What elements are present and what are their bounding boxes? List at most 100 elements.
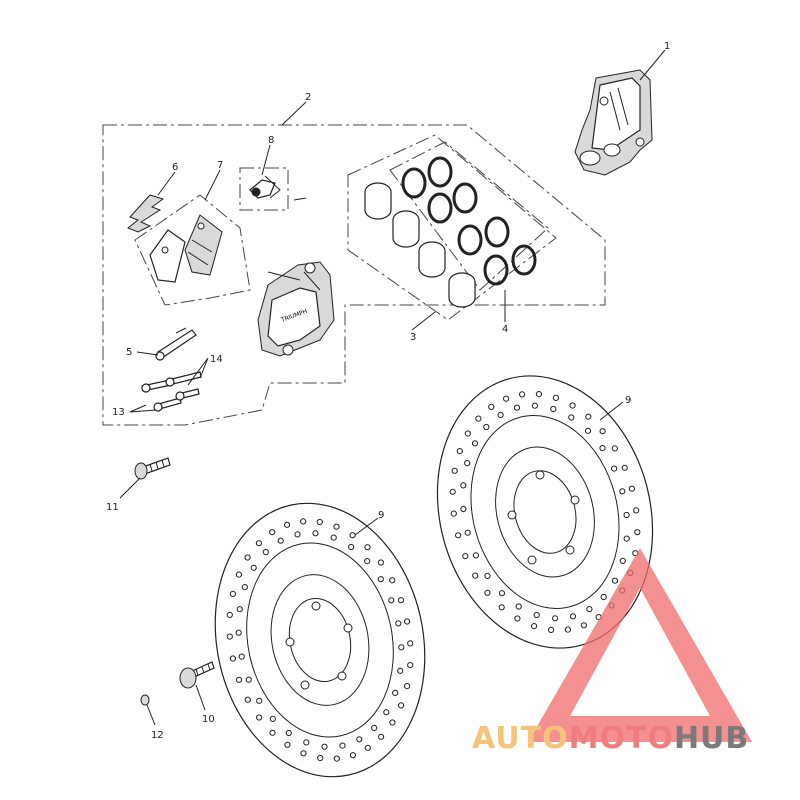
callout-7: 7: [217, 160, 223, 171]
automotohub-watermark: AUTOMOTOHUB: [472, 548, 752, 756]
drill-hole: [404, 618, 411, 625]
drill-hole: [277, 537, 284, 544]
drill-hole: [475, 415, 482, 422]
drill-hole: [316, 518, 323, 526]
drill-hole: [450, 510, 457, 517]
drill-hole: [392, 689, 399, 697]
drill-hole: [330, 534, 337, 541]
drill-hole: [255, 540, 262, 547]
drill-hole: [238, 653, 245, 660]
watermark-auto: AUTO: [472, 721, 569, 756]
drill-hole: [569, 402, 576, 409]
drill-hole: [312, 530, 319, 537]
drill-hole: [303, 739, 310, 746]
callout-3: 3: [410, 332, 416, 343]
mounting-bolt: [134, 457, 171, 480]
drill-hole: [378, 733, 385, 740]
drill-hole: [235, 676, 243, 683]
drill-hole: [262, 548, 269, 556]
callout-9-right: 9: [625, 395, 631, 406]
drill-hole: [456, 448, 463, 455]
callout-14: 14: [210, 354, 223, 365]
drill-hole: [498, 604, 505, 611]
drill-hole: [284, 521, 291, 528]
drill-hole: [333, 755, 340, 762]
drill-hole: [383, 709, 390, 716]
drill-hole: [623, 535, 630, 542]
leader-lines: [119, 49, 666, 726]
drill-hole: [484, 589, 491, 596]
drill-hole: [628, 485, 636, 492]
drill-hole: [623, 511, 630, 519]
bleed-valve: [155, 327, 197, 361]
drill-hole: [300, 518, 307, 525]
drill-hole: [599, 428, 606, 435]
drill-hole: [389, 577, 396, 584]
callout-6: 6: [172, 162, 178, 173]
drill-hole: [488, 403, 495, 410]
drill-hole: [552, 394, 560, 401]
drill-hole: [333, 523, 340, 530]
drill-hole: [633, 507, 640, 514]
drill-hole: [256, 697, 263, 704]
drill-hole: [464, 460, 471, 467]
drill-hole: [398, 702, 405, 709]
drill-hole: [569, 613, 577, 620]
drill-hole: [449, 488, 456, 495]
disc-drill-holes: [449, 391, 641, 634]
drill-hole: [519, 391, 526, 398]
drill-hole: [472, 572, 479, 579]
drill-hole: [229, 655, 236, 662]
callout-8: 8: [268, 135, 274, 146]
drill-hole: [226, 633, 233, 640]
drill-hole: [619, 488, 626, 495]
drill-hole: [407, 662, 414, 669]
drill-hole: [599, 445, 606, 452]
callout-12: 12: [151, 730, 164, 741]
drill-hole: [339, 742, 346, 749]
drill-hole: [269, 715, 276, 723]
pad-spring: [127, 194, 165, 233]
drill-hole: [377, 559, 384, 566]
brake-pads: [149, 214, 223, 283]
drill-hole: [397, 667, 404, 674]
drill-hole: [364, 744, 371, 751]
drill-hole: [584, 427, 592, 434]
drill-hole: [455, 532, 462, 539]
assembly-outline-8: [239, 167, 289, 211]
drill-hole: [226, 611, 233, 619]
drill-hole: [269, 729, 276, 736]
drill-hole: [235, 571, 242, 578]
disc-bolt: [179, 661, 215, 689]
drill-hole: [471, 440, 479, 447]
assembly-outline-2: [102, 124, 606, 426]
assembly-outline-7: [134, 194, 251, 306]
drill-hole: [552, 615, 559, 622]
drill-hole: [611, 577, 619, 584]
drill-hole: [245, 676, 252, 683]
drill-hole: [498, 590, 506, 597]
drill-hole: [535, 391, 543, 398]
watermark-hub: HUB: [674, 721, 749, 756]
drill-hole: [497, 411, 504, 418]
watermark-moto: MOTO: [569, 721, 674, 756]
drill-hole: [377, 576, 384, 583]
brake-disc-left: [214, 502, 426, 778]
assembly-outline-3: [347, 134, 557, 321]
drill-hole: [531, 402, 539, 409]
drill-hole: [462, 553, 469, 560]
drill-hole: [235, 629, 242, 636]
drill-hole: [531, 623, 538, 630]
drill-hole: [229, 590, 236, 598]
drill-hole: [619, 557, 626, 565]
drill-hole: [285, 729, 292, 737]
washer: [140, 694, 150, 706]
drill-hole: [250, 564, 257, 571]
drill-hole: [269, 529, 276, 536]
callout-13: 13: [112, 407, 125, 418]
drill-hole: [300, 750, 307, 757]
drill-hole: [294, 531, 301, 538]
drill-hole: [483, 423, 490, 431]
drill-hole: [364, 558, 371, 565]
